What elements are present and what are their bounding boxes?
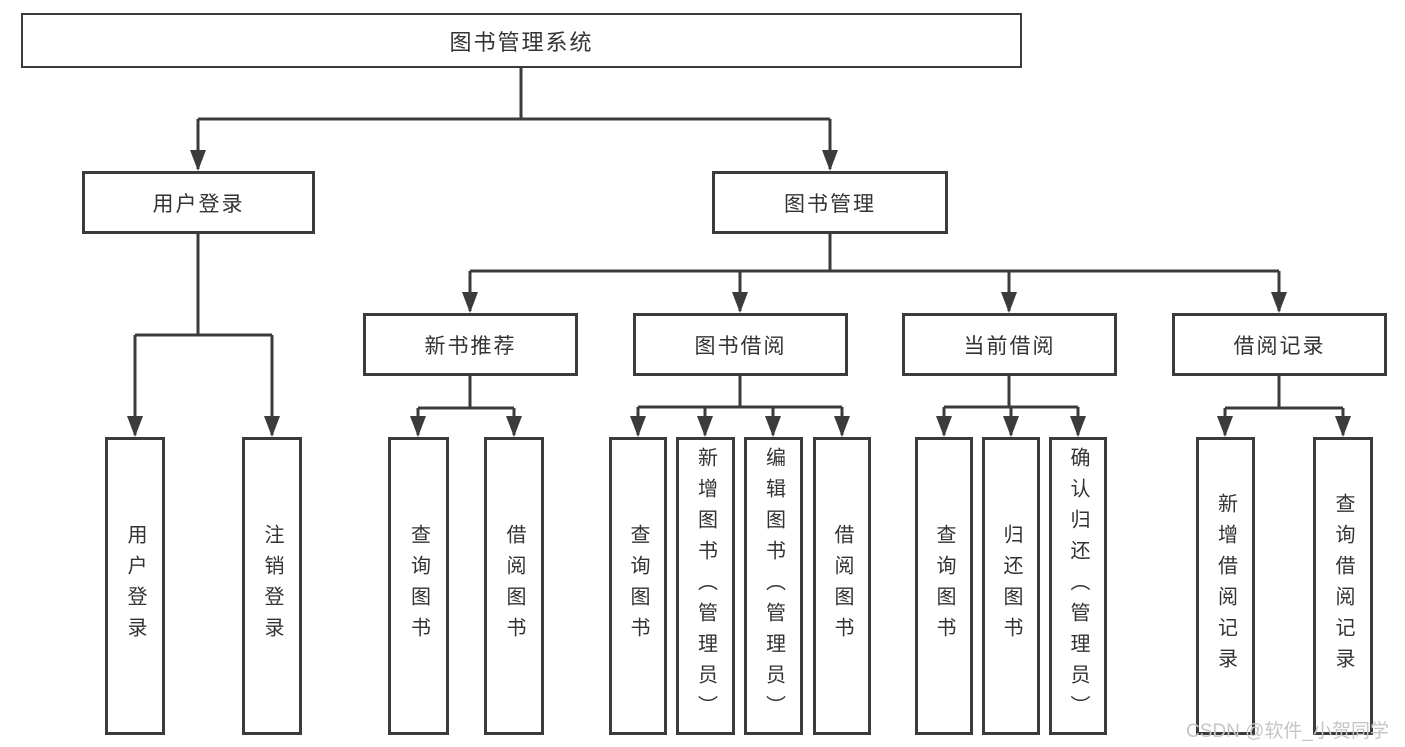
leaf-cb-confirm-return: 确认归还（管理员） (1049, 437, 1107, 735)
leaf-bb-add-books-admin: 新增图书（管理员） (676, 437, 735, 735)
leaf-br-add-record: 新增借阅记录 (1196, 437, 1255, 735)
leaf-cb-return-books: 归还图书 (982, 437, 1040, 735)
leaf-bb-borrow-books: 借阅图书 (813, 437, 871, 735)
node-current-borrowing: 当前借阅 (902, 313, 1117, 376)
leaf-user-login: 用户登录 (105, 437, 165, 735)
leaf-nb-query-books: 查询图书 (388, 437, 449, 735)
node-user-login: 用户登录 (82, 171, 315, 234)
node-book-borrowing: 图书借阅 (633, 313, 848, 376)
leaf-bb-edit-books-admin: 编辑图书（管理员） (744, 437, 803, 735)
node-library-system: 图书管理系统 (21, 13, 1022, 68)
leaf-bb-query-books: 查询图书 (609, 437, 667, 735)
node-new-book-recommend: 新书推荐 (363, 313, 578, 376)
leaf-logout: 注销登录 (242, 437, 302, 735)
node-book-management: 图书管理 (712, 171, 948, 234)
leaf-nb-borrow-books: 借阅图书 (484, 437, 544, 735)
leaf-cb-query-books: 查询图书 (915, 437, 973, 735)
node-borrowing-records: 借阅记录 (1172, 313, 1387, 376)
leaf-br-query-record: 查询借阅记录 (1313, 437, 1373, 735)
